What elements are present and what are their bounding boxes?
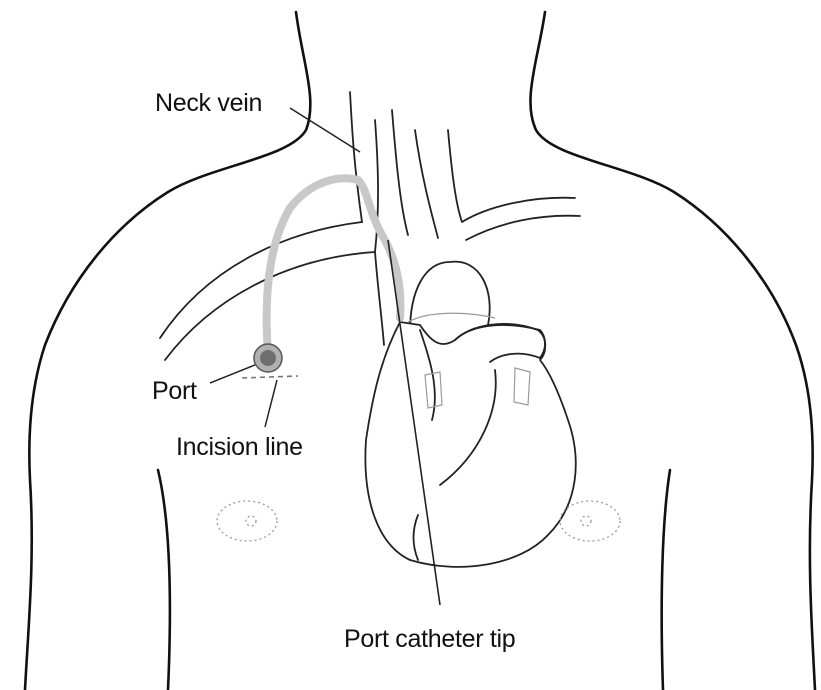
port-catheter-tip-label: Port catheter tip xyxy=(344,625,515,654)
brachiocephalic-right xyxy=(466,216,580,240)
port-catheter xyxy=(267,178,401,352)
right-nipple-center xyxy=(581,516,591,526)
torso-outline-right xyxy=(530,12,815,690)
neck-vein-label: Neck vein xyxy=(155,89,262,118)
right-arm-inner-edge xyxy=(662,470,670,690)
left-nipple-center xyxy=(246,516,256,526)
port-septum xyxy=(260,350,276,366)
aortic-arch xyxy=(410,262,490,332)
right-nipple-outline xyxy=(560,501,620,541)
jugular-right xyxy=(448,130,575,222)
carotid-right xyxy=(415,130,438,238)
subclavian-upper xyxy=(160,222,362,338)
carotid-left xyxy=(392,110,408,235)
port-label: Port xyxy=(152,377,197,406)
incision-line-label: Incision line xyxy=(176,433,303,462)
neck-vein-leader-line xyxy=(290,108,360,152)
port-leader-line xyxy=(210,365,255,383)
heart xyxy=(365,322,575,567)
left-arm-inner-edge xyxy=(158,470,170,690)
aorta-behind xyxy=(408,313,495,322)
incision-leader-line xyxy=(265,380,277,427)
neck-vein-left-edge xyxy=(350,92,362,222)
left-nipple-outline xyxy=(217,501,277,541)
incision-line xyxy=(242,376,298,378)
